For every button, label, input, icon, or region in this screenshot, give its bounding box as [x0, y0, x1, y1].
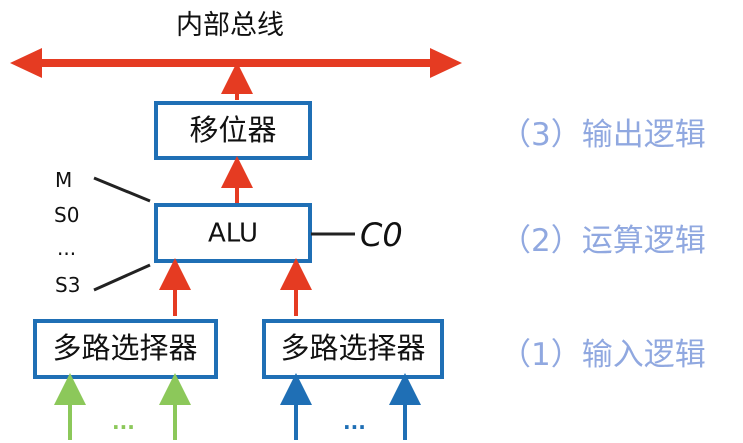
left-mux-box: [33, 319, 218, 379]
s3-control-line: [93, 263, 151, 292]
s3-signal-label: S3: [55, 273, 80, 297]
right-mux-box: [262, 319, 444, 379]
shifter-label: 移位器: [189, 113, 276, 147]
internal-bus-label: 内部总线: [176, 10, 284, 41]
carry-label: C0: [360, 216, 403, 254]
shifter-box: [154, 101, 312, 160]
alu-box: [154, 203, 312, 263]
left-input-dots: ...: [112, 410, 135, 434]
right-input-dots: ...: [343, 410, 366, 434]
left-mux-label: 多路选择器: [52, 331, 197, 365]
right-mux-label: 多路选择器: [280, 331, 425, 365]
output-logic-label: （3）输出逻辑: [500, 117, 706, 153]
input-logic-label: （1）输入逻辑: [500, 337, 706, 373]
s0-signal-label: S0: [54, 203, 79, 227]
m-control-line: [93, 176, 151, 203]
arithmetic-logic-label: （2）运算逻辑: [500, 223, 706, 259]
control-dots-label: ...: [57, 236, 76, 260]
m-signal-label: M: [55, 168, 72, 192]
alu-label: ALU: [208, 219, 258, 249]
